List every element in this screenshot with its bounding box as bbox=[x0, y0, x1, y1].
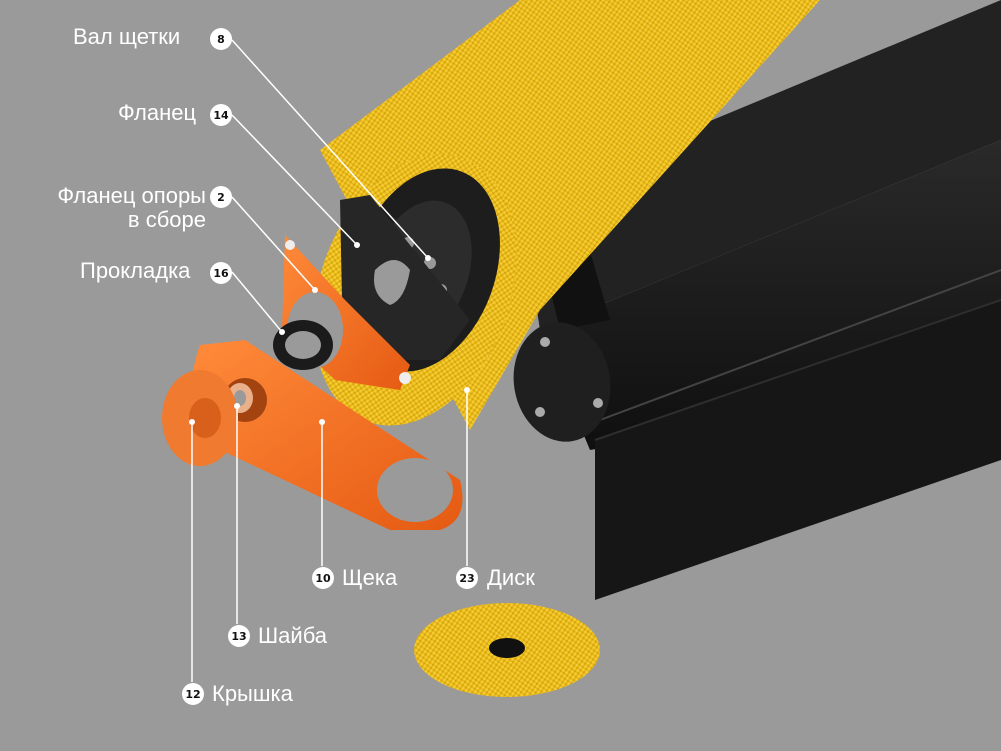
brush-disc bbox=[414, 603, 600, 697]
end-plate bbox=[513, 322, 611, 442]
leader-line-16 bbox=[231, 271, 283, 333]
callout-badge-23: 23 bbox=[456, 567, 478, 589]
gasket bbox=[273, 320, 333, 370]
leader-line-8 bbox=[231, 39, 429, 259]
callout-label-support-flange-line1: Фланец опоры bbox=[57, 183, 206, 208]
callout-label-gasket: Прокладка bbox=[80, 258, 191, 283]
leader-line-2 bbox=[231, 196, 316, 291]
callout-label-brush-shaft: Вал щетки bbox=[73, 24, 181, 49]
callout-badge-8: 8 bbox=[210, 28, 232, 50]
callout-badge-12: 12 bbox=[182, 683, 204, 705]
leader-line-14 bbox=[231, 114, 358, 246]
housing bbox=[520, 0, 1001, 600]
callout-badge-10: 10 bbox=[312, 567, 334, 589]
callout-label-support-flange-line2: в сборе bbox=[127, 207, 206, 232]
leader-dots bbox=[189, 242, 470, 425]
callout-badge-16: 16 bbox=[210, 262, 232, 284]
callout-badge-2: 2 bbox=[210, 186, 232, 208]
callout-badge-13: 13 bbox=[228, 625, 250, 647]
callout-label-cover: Крышка bbox=[212, 681, 293, 706]
flange-plate bbox=[340, 195, 470, 360]
cover bbox=[162, 370, 238, 466]
callout-label-flange: Фланец bbox=[118, 100, 197, 125]
callout-label-cheek: Щека bbox=[342, 565, 398, 590]
callout-badge-14: 14 bbox=[210, 104, 232, 126]
callout-label-disc: Диск bbox=[487, 565, 535, 590]
leader-lines bbox=[191, 39, 468, 682]
callout-label-washer: Шайба bbox=[258, 623, 328, 648]
